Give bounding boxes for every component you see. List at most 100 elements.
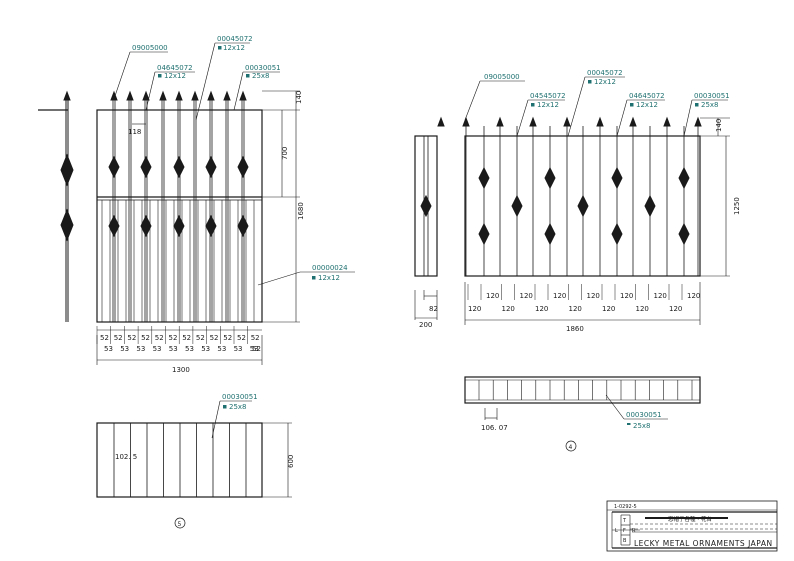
- dim-140-left: 140: [295, 91, 303, 104]
- left-label-00000024: 00000024: [312, 264, 348, 272]
- left-plan-label-spec: 25x8: [229, 403, 247, 411]
- dim-1680: 1680: [297, 202, 305, 220]
- right-spear-finial: [462, 116, 470, 127]
- dim-200: 200: [419, 321, 432, 329]
- drawing-title-jp: 窓帽子各種・花台: [668, 515, 713, 523]
- right-spear-finial: [663, 116, 671, 127]
- right-spear-finial: [694, 116, 702, 127]
- left-spear-finial: [223, 90, 231, 101]
- left-spear-finial: [110, 90, 118, 101]
- dim-700: 700: [281, 147, 289, 160]
- left-plan-view: [96, 422, 292, 498]
- dim-118: 118: [128, 128, 141, 136]
- left-spacing-bottom: 53: [169, 345, 178, 353]
- dim-106-07: 106. 07: [481, 424, 508, 432]
- side-letter-l: L: [615, 528, 618, 534]
- right-ornament: [511, 194, 523, 218]
- right-spacing-top: 120: [687, 292, 700, 300]
- left-spacing-last: 52: [252, 345, 261, 353]
- left-spacing-bottom: 53: [153, 345, 162, 353]
- right-ornament: [678, 166, 690, 190]
- left-spacing-bottom: 53: [250, 345, 259, 353]
- left-spacing-top: 52: [196, 334, 205, 342]
- right-spacing-top: 120: [553, 292, 566, 300]
- right-label-09005000: 09005000: [484, 73, 520, 81]
- left-label-00000024-spec: 12x12: [318, 274, 340, 282]
- right-ornament: [478, 166, 490, 190]
- side-letter-r: R: [632, 528, 636, 534]
- view-marker-4: [565, 440, 577, 452]
- right-label-04545072: 04545072: [530, 92, 566, 100]
- right-spacing-top: 120: [587, 292, 600, 300]
- left-ornament: [173, 155, 185, 179]
- right-spacing-bottom: 120: [636, 305, 649, 313]
- left-spear-finial: [191, 90, 199, 101]
- left-spacing-bottom: 53: [234, 345, 243, 353]
- right-dimensions: [464, 117, 730, 325]
- right-leaders: [464, 76, 728, 137]
- right-spear-finial: [529, 116, 537, 127]
- right-label-00045072-spec: 12x12: [594, 78, 616, 86]
- dim-82: 82: [429, 305, 438, 313]
- side-profile-post: [38, 90, 74, 322]
- left-spear-finial: [175, 90, 183, 101]
- left-spacing-top: 52: [169, 334, 178, 342]
- left-ornament: [173, 214, 185, 238]
- right-spacing-bottom: 120: [535, 305, 548, 313]
- right-label-04545072-spec: 12x12: [537, 101, 559, 109]
- left-spear-finial: [126, 90, 134, 101]
- right-spear-finial: [563, 116, 571, 127]
- company-name: LECKY METAL ORNAMENTS JAPAN: [634, 539, 773, 548]
- right-ornament: [611, 222, 623, 246]
- left-spacing-bottom: 53: [104, 345, 113, 353]
- left-spacing-top: 52: [141, 334, 150, 342]
- row-letter-f: F: [623, 528, 626, 534]
- right-label-00030051-spec: 25x8: [701, 101, 719, 109]
- dim-140-right: 140: [715, 119, 723, 132]
- view-number-5: 5: [178, 521, 182, 528]
- left-spacing-bottom: 53: [217, 345, 226, 353]
- left-label-00030051: 00030051: [245, 64, 281, 72]
- row-letter-t: T: [622, 518, 627, 524]
- right-plan-label-code: 00030051: [626, 411, 662, 419]
- left-label-00030051-spec: 25x8: [252, 72, 270, 80]
- right-spear-finial: [496, 116, 504, 127]
- overall-width-1300: 1300: [172, 366, 190, 374]
- right-spacing-top: 120: [486, 292, 499, 300]
- right-spacing-bottom: 120: [669, 305, 682, 313]
- left-spacing-bottom: 53: [201, 345, 210, 353]
- right-gate-elevation: [462, 116, 702, 277]
- left-label-04645072: 04645072: [157, 64, 193, 72]
- left-spear-finial: [239, 90, 247, 101]
- left-spacing-bottom: 53: [120, 345, 129, 353]
- left-spacing-bottom: 53: [185, 345, 194, 353]
- left-label-00045072-spec: 12x12: [223, 44, 245, 52]
- right-spacing-bottom: 120: [502, 305, 515, 313]
- left-spacing-top: 52: [251, 334, 260, 342]
- left-ornament: [108, 214, 120, 238]
- left-ornament: [140, 155, 152, 179]
- right-label-00045072: 00045072: [587, 69, 623, 77]
- right-ornament: [678, 222, 690, 246]
- right-plan-label-spec: 25x8: [633, 422, 651, 430]
- left-label-04645072-spec: 12x12: [164, 72, 186, 80]
- right-ornament: [544, 166, 556, 190]
- left-gate-elevation: [96, 90, 263, 323]
- right-plan-leader: [605, 394, 668, 420]
- right-spear-finial: [596, 116, 604, 127]
- right-spear-finial: [629, 116, 637, 127]
- right-label-04645072: 04645072: [629, 92, 665, 100]
- right-spacing-bottom: 120: [602, 305, 615, 313]
- left-label-09005000: 09005000: [132, 44, 168, 52]
- left-spear-finial: [207, 90, 215, 101]
- left-leaders: [114, 42, 355, 286]
- left-spacing-bottom: 53: [136, 345, 145, 353]
- right-label-04645072-spec: 12x12: [636, 101, 658, 109]
- right-spacing-bottom: 120: [569, 305, 582, 313]
- right-ornament: [611, 166, 623, 190]
